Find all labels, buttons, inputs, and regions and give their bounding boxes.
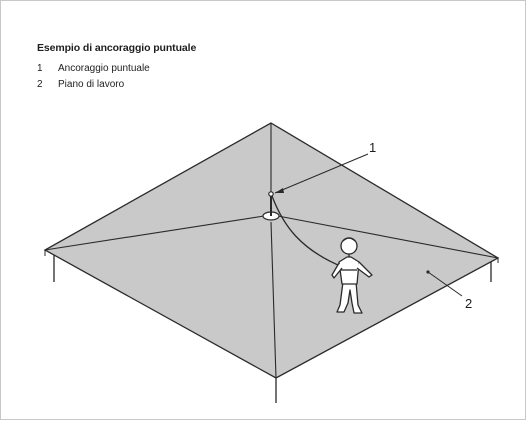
surface-marker-dot <box>426 270 430 274</box>
legend-item-anchor: 1 Ancoraggio puntuale <box>37 61 150 77</box>
leader-lines <box>274 153 463 297</box>
legend: 1 Ancoraggio puntuale 2 Piano di lavoro <box>37 61 150 93</box>
figure-title: Esempio di ancoraggio puntuale <box>37 42 197 54</box>
legend-number: 2 <box>37 79 43 90</box>
leader-arrowhead <box>275 188 284 193</box>
surface-edge-lips <box>44 250 499 384</box>
callout-2-label: 2 <box>465 296 472 311</box>
leader-line-anchor <box>274 153 369 194</box>
legend-label: Piano di lavoro <box>58 79 125 90</box>
callout-1-label: 1 <box>369 140 376 155</box>
legend-label: Ancoraggio puntuale <box>58 63 150 74</box>
lanyard-line <box>271 195 346 269</box>
anchor-point <box>262 191 280 221</box>
worker-figure <box>331 237 373 314</box>
legend-number: 1 <box>37 63 43 74</box>
legend-item-work-surface: 2 Piano di lavoro <box>37 77 150 93</box>
leader-line-surface <box>427 271 463 297</box>
